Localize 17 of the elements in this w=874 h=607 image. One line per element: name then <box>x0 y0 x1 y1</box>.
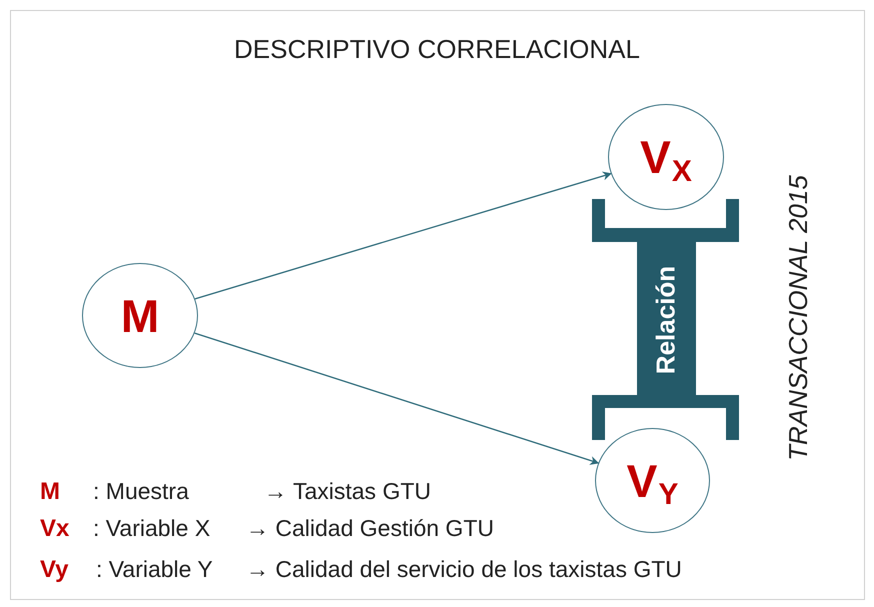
legend-text: Vy <box>40 555 68 585</box>
arrow <box>194 172 612 300</box>
legend-text: Vx <box>40 514 70 544</box>
legend-text: : Variable Y <box>96 555 213 584</box>
title: DESCRIPTIVO CORRELACIONAL <box>233 33 641 66</box>
legend-text: : Muestra <box>93 477 189 506</box>
legend-text: → Calidad Gestión GTU <box>246 514 494 543</box>
legend-text: → Calidad del servicio de los taxistas GTU <box>246 555 682 584</box>
relation-bracket: Relación <box>592 199 739 440</box>
legend-text: M <box>40 477 60 507</box>
legend-text: → Taxistas GTU <box>264 477 431 506</box>
variable-circle: V$_{X}$ <box>608 104 724 210</box>
side-label: TRANSACCIONAL 2015 <box>782 175 814 461</box>
legend-text: : Variable X <box>93 514 210 543</box>
arrow <box>194 332 600 465</box>
variable-circle: V$_{Y}$ <box>595 428 710 533</box>
variable-circle: M <box>82 263 198 368</box>
